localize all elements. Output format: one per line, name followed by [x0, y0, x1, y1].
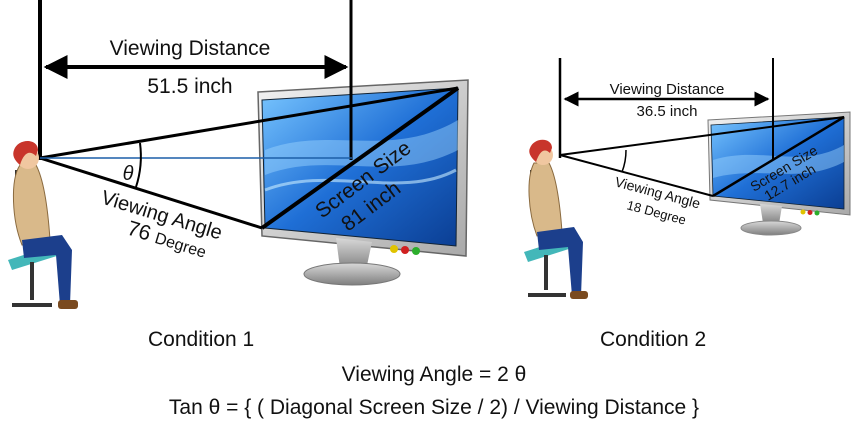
- seated-person-2: [524, 139, 588, 299]
- distance-value-2: 36.5 inch: [637, 103, 698, 120]
- condition-2-caption: Condition 2: [600, 328, 707, 351]
- condition-1-caption: Condition 1: [148, 328, 255, 351]
- distance-label-2: Viewing Distance: [610, 81, 725, 98]
- formula-tan-theta: Tan θ = { ( Diagonal Screen Size / 2) / …: [168, 396, 700, 419]
- theta-symbol-1: θ: [123, 163, 134, 185]
- formula-viewing-angle: Viewing Angle = 2 θ: [341, 363, 527, 386]
- monitor-2: [707, 111, 851, 236]
- seated-person-1: [8, 141, 78, 309]
- distance-value-1: 51.5 inch: [147, 75, 232, 98]
- distance-label-1: Viewing Distance: [110, 37, 271, 60]
- monitor-1: [257, 79, 469, 286]
